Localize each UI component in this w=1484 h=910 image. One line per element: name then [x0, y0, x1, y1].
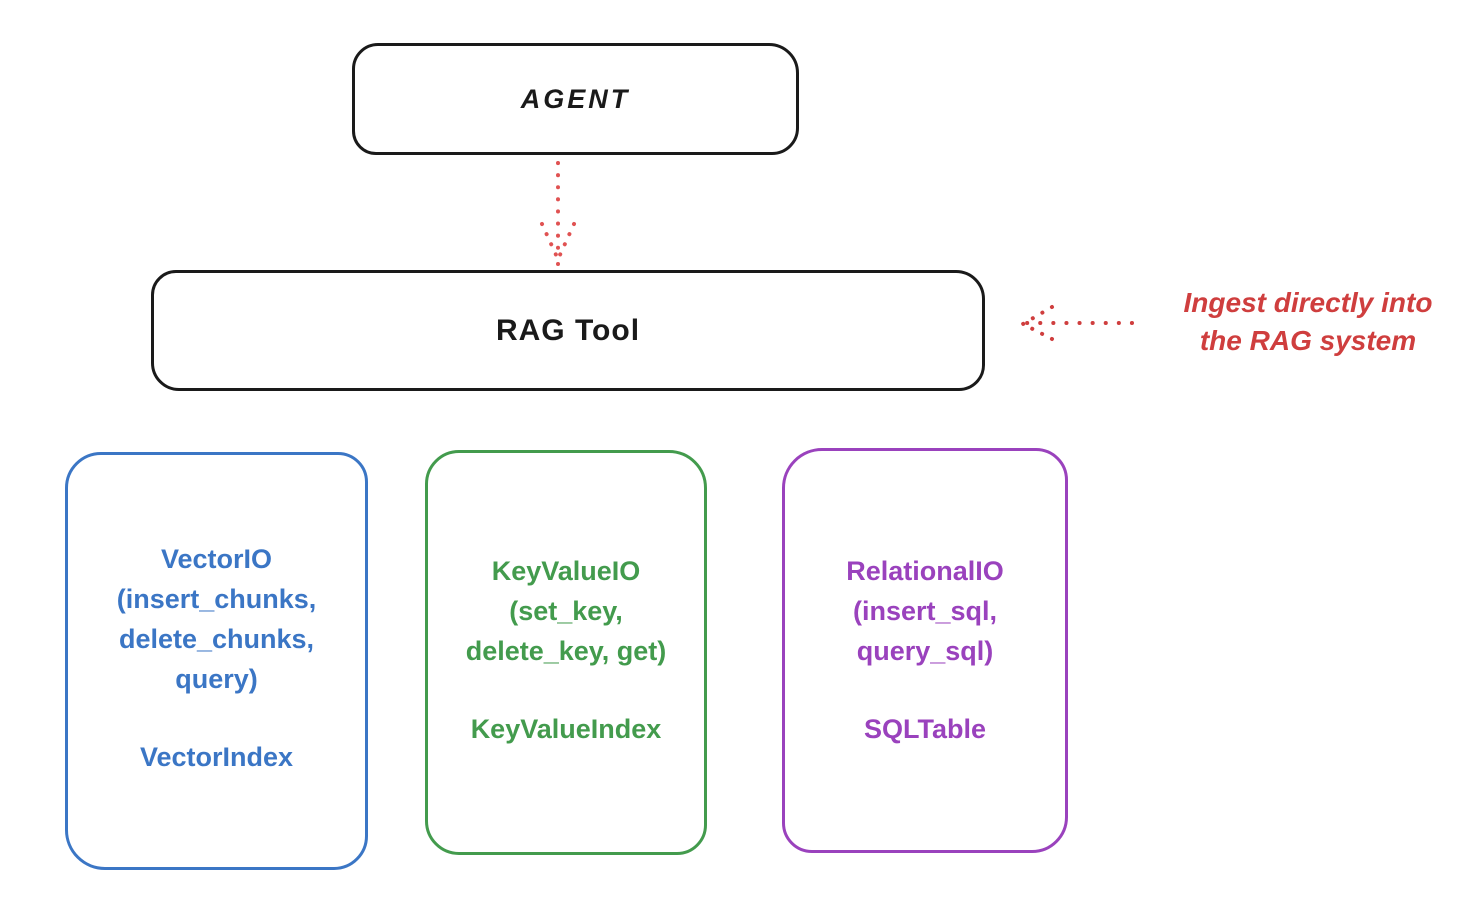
backend-keyvalue-io: KeyValueIO (set_key, delete_key, get) Ke… — [425, 450, 707, 855]
rag-tool-label: RAG Tool — [495, 313, 641, 347]
relational-io-api-label: RelationalIO (insert_sql, query_sql) — [846, 556, 1004, 666]
backend-relational-io: RelationalIO (insert_sql, query_sql) SQL… — [782, 448, 1068, 853]
rag-tool-node: RAG Tool — [151, 270, 985, 391]
agent-node: AGENT — [352, 43, 799, 155]
keyvalue-io-api-label: KeyValueIO (set_key, delete_key, get) — [465, 556, 667, 666]
vector-io-api-label: VectorIO (insert_chunks, delete_chunks, … — [116, 544, 317, 694]
backend-vector-io: VectorIO (insert_chunks, delete_chunks, … — [65, 452, 368, 870]
relational-io-index-label: SQLTable — [863, 714, 986, 744]
keyvalue-io-index-label: KeyValueIndex — [470, 714, 662, 744]
agent-to-ragtool-arrow-icon — [540, 161, 576, 266]
agent-label: AGENT — [520, 83, 631, 114]
vector-io-index-label: VectorIndex — [139, 742, 294, 772]
annotation-to-ragtool-arrow-icon — [1021, 305, 1134, 341]
ingest-annotation: Ingest directly into the RAG system — [1183, 287, 1433, 356]
